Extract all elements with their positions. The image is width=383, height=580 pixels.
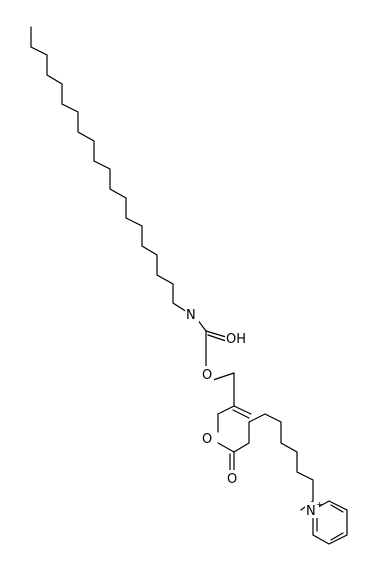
carbamate-ether-o-label: O [202,368,212,383]
octadecyl-chain [30,26,188,313]
pyridinium-nitrogen-label: N [306,504,316,519]
carbamate-group [196,318,227,369]
ester-ether-o-label: O [202,432,212,447]
ester-group [217,413,314,511]
carbamate-oh-label: OH [226,332,246,347]
pyridinium-ring [312,500,348,545]
nh-nitrogen-label: N [186,308,196,323]
atom-labels: N H OH O O O N + [185,306,323,519]
methylene-linker [212,372,252,433]
ester-carbonyl-o-label: O [227,472,237,487]
pyridinium-charge-label: + [316,500,323,509]
